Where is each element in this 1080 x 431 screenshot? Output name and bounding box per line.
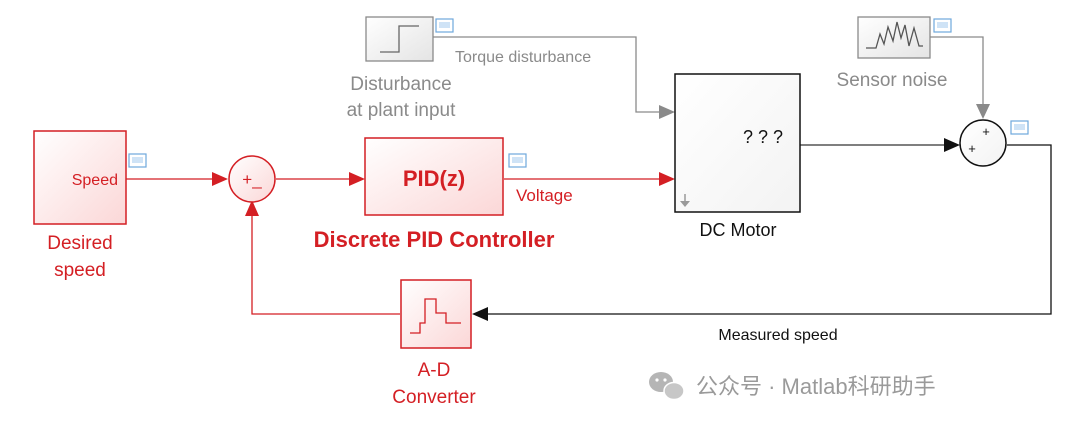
noise-sum-top-sign: + — [982, 124, 990, 139]
dc-motor-caption: DC Motor — [699, 220, 776, 240]
pid-controller-block[interactable]: PID(z) — [364, 137, 504, 216]
port-icon[interactable] — [933, 18, 952, 33]
step-icon — [380, 25, 419, 53]
desired-speed-caption-2: speed — [54, 260, 106, 281]
pid-caption: Discrete PID Controller — [314, 227, 555, 252]
port-icon[interactable] — [128, 153, 147, 168]
noise-sum-left-sign: + — [968, 141, 976, 156]
adc-block[interactable] — [400, 279, 472, 349]
watermark-text: 公众号 · Matlab科研助手 — [696, 374, 936, 399]
signal-sensor-noise[interactable] — [930, 36, 990, 119]
signal-torque-disturbance[interactable] — [433, 36, 675, 119]
desired-speed-value: Speed — [72, 172, 118, 189]
noise-waveform-icon — [866, 21, 923, 49]
voltage-label: Voltage — [516, 186, 573, 205]
port-icon[interactable] — [1010, 120, 1029, 135]
noise-sum-block[interactable]: + + — [959, 119, 1007, 167]
signal-voltage[interactable] — [504, 172, 675, 186]
dc-motor-block[interactable]: ? ? ? — [674, 73, 801, 213]
signal-speed-to-sum[interactable] — [126, 172, 228, 186]
signal-measured-speed[interactable] — [472, 144, 1052, 321]
desired-speed-caption-1: Desired — [47, 233, 112, 254]
disturbance-caption-2: at plant input — [347, 100, 457, 121]
down-arrow-icon — [680, 194, 690, 207]
disturbance-caption-1: Disturbance — [350, 74, 451, 95]
adc-caption-2: Converter — [392, 387, 476, 408]
adc-caption-1: A-D — [418, 360, 451, 381]
pid-label: PID(z) — [403, 166, 465, 191]
sensor-noise-block[interactable] — [857, 16, 931, 59]
wechat-logo-icon — [649, 372, 685, 401]
signal-feedback[interactable] — [245, 200, 400, 315]
quantizer-step-icon — [410, 298, 461, 334]
sensor-noise-caption: Sensor noise — [837, 70, 948, 91]
error-sum-signs: +_ — [242, 170, 262, 189]
torque-disturbance-label: Torque disturbance — [455, 49, 591, 66]
port-icon[interactable] — [435, 18, 454, 33]
signal-motor-output[interactable] — [800, 138, 960, 152]
signal-error[interactable] — [276, 172, 365, 186]
measured-speed-label: Measured speed — [718, 327, 837, 344]
dc-motor-inner: ? ? ? — [743, 127, 783, 147]
disturbance-step-block[interactable] — [365, 16, 434, 62]
error-sum-block[interactable]: +_ — [228, 155, 276, 203]
port-icon[interactable] — [508, 153, 527, 168]
desired-speed-block[interactable]: Speed — [33, 130, 127, 225]
